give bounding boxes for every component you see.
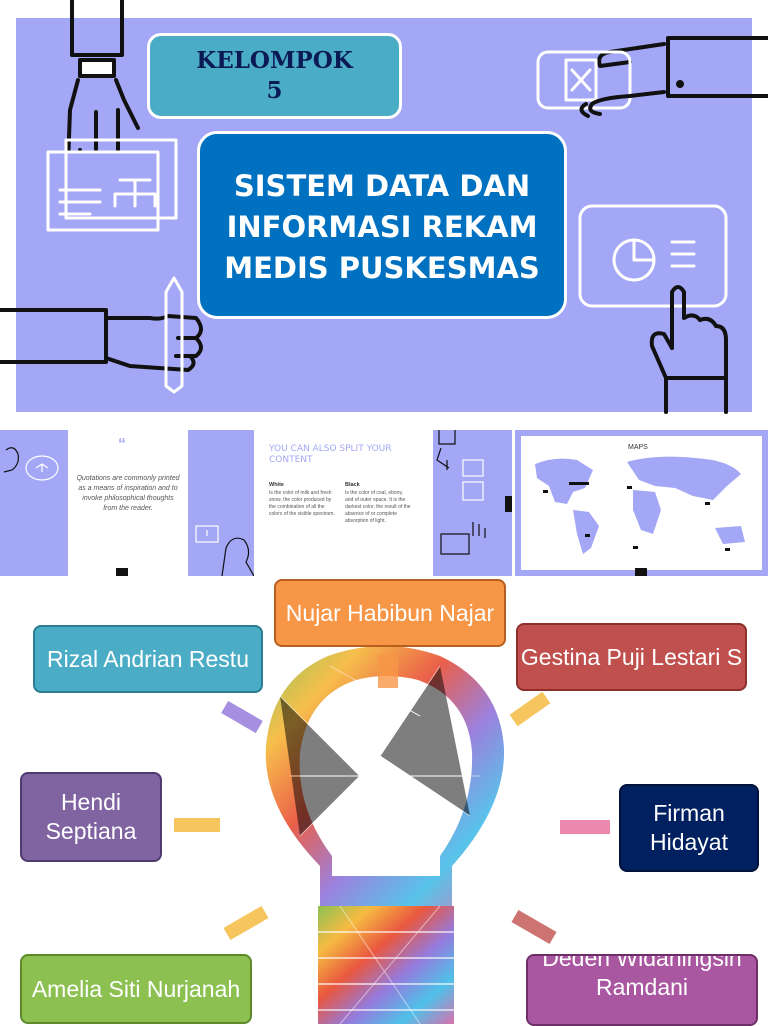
member-rizal: Rizal Andrian Restu: [33, 625, 263, 693]
group-number-box: KELOMPOK 5: [147, 33, 402, 119]
member-firman: Firman Hidayat: [619, 784, 759, 872]
member-name: Hendi Septiana: [45, 789, 137, 844]
thumb-side-panel: [433, 430, 512, 576]
lightbulb-icon: [265, 646, 505, 1024]
col1-text: Is the color of milk and fresh snow, the…: [269, 490, 335, 517]
thumbnail-split-slide[interactable]: YOU CAN ALSO SPLIT YOUR CONTENT White Is…: [257, 430, 512, 576]
thumbnail-quote-slide[interactable]: “ Quotations are commonly printed as a m…: [0, 430, 254, 576]
title-line-2: INFORMASI REKAM: [226, 210, 538, 244]
title-slide: KELOMPOK 5 SISTEM DATA DAN INFORMASI REK…: [0, 0, 768, 428]
col1-heading: White: [269, 482, 284, 488]
hand-pointing-icon: [649, 285, 728, 414]
lightbulb-graphic: [174, 646, 610, 1024]
member-name: Gestina Puji Lestari S: [520, 643, 743, 670]
hand-phone-icon: [536, 36, 768, 118]
maps-label: MAPS: [628, 444, 648, 451]
slide-nav-button[interactable]: [635, 568, 647, 576]
member-nujar: Nujar Habibun Najar: [274, 579, 506, 647]
quote-mark: “: [118, 436, 126, 453]
member-name: Deden Widaningsih Ramdani: [542, 954, 742, 1000]
member-deden: Deden Widaningsih Ramdani: [526, 954, 758, 1026]
tablet-chart-icon: [578, 204, 728, 308]
title-line-3: MEDIS PUSKESMAS: [224, 251, 540, 285]
member-name: Rizal Andrian Restu: [47, 645, 249, 672]
world-map-icon: [535, 456, 745, 554]
member-name: Firman Hidayat: [650, 800, 728, 855]
member-hendi: Hendi Septiana: [20, 772, 162, 862]
thumb-side-panel: [0, 430, 68, 576]
group-label: KELOMPOK: [196, 47, 353, 74]
document-diagram-icon: [46, 138, 178, 232]
slide-nav-button[interactable]: [116, 568, 128, 576]
hand-pencil-icon: [0, 276, 203, 394]
person-icon: [3, 447, 254, 576]
member-amelia: Amelia Siti Nurjanah: [20, 954, 252, 1024]
member-name: Amelia Siti Nurjanah: [31, 975, 241, 1002]
hand-watch-icon: [66, 0, 140, 177]
col2-text: Is the color of coal, ebony, and of oute…: [345, 490, 411, 524]
member-name: Nujar Habibun Najar: [285, 599, 495, 626]
thumbnail-maps-slide[interactable]: MAPS: [515, 430, 768, 576]
presentation-title-box: SISTEM DATA DAN INFORMASI REKAM MEDIS PU…: [197, 131, 567, 319]
quote-text: Quotations are commonly printed as a mea…: [76, 475, 180, 512]
slide-nav-button[interactable]: [505, 496, 512, 512]
light-rays: [174, 654, 610, 945]
slide-illustrations: [0, 0, 768, 414]
group-number: 5: [266, 77, 283, 104]
title-line-1: SISTEM DATA DAN: [233, 169, 531, 203]
col2-heading: Black: [345, 482, 360, 488]
thumb-side-panel: [188, 430, 254, 576]
member-gestina: Gestina Puji Lestari S: [516, 623, 747, 691]
split-title: YOU CAN ALSO SPLIT YOUR CONTENT: [269, 444, 392, 465]
device-icons: [436, 430, 486, 555]
